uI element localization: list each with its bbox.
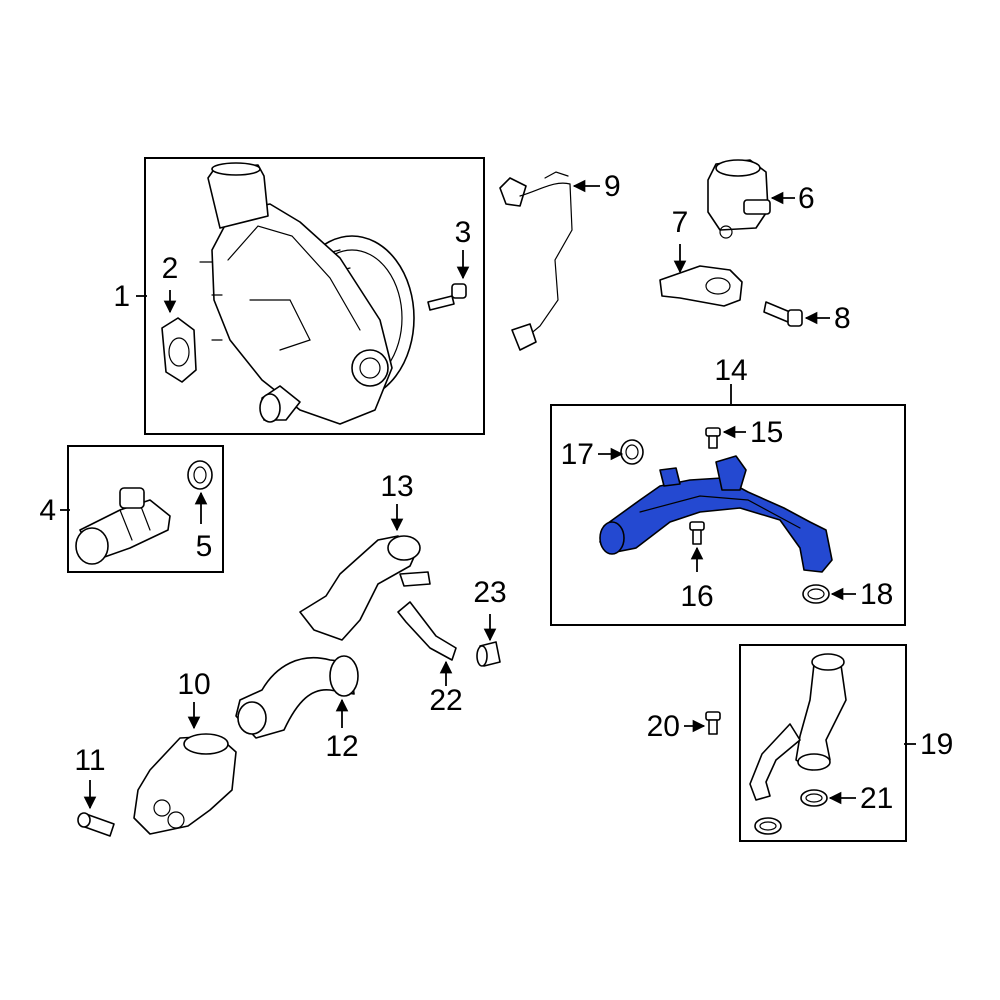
callout-7: 7 xyxy=(672,206,689,239)
thermostat-seal[interactable] xyxy=(187,460,213,490)
bypass-hose[interactable] xyxy=(397,601,457,661)
callout-20: 20 xyxy=(647,710,680,743)
callout-labels: 1 2 3 4 5 6 7 8 9 10 11 12 13 14 15 16 1… xyxy=(39,170,953,815)
callout-4: 4 xyxy=(39,494,56,527)
group-box-19 xyxy=(739,644,907,842)
leader-lines xyxy=(60,179,916,810)
pipe-bolt-20[interactable] xyxy=(705,711,721,735)
callout-5: 5 xyxy=(196,530,213,563)
dowel-pin[interactable] xyxy=(77,812,115,837)
pump-gasket[interactable] xyxy=(161,317,197,383)
pipe-bolt-16[interactable] xyxy=(689,521,705,545)
o-ring-21[interactable] xyxy=(754,789,828,835)
callout-8: 8 xyxy=(834,302,851,335)
callout-1: 1 xyxy=(113,280,130,313)
callout-6: 6 xyxy=(798,182,815,215)
pipe-cap[interactable] xyxy=(620,439,644,465)
callout-12: 12 xyxy=(325,730,358,763)
callout-3: 3 xyxy=(455,216,472,249)
coolant-pipe-highlighted[interactable] xyxy=(599,455,833,573)
callout-23: 23 xyxy=(473,576,506,609)
pump-bracket[interactable] xyxy=(659,265,743,307)
callout-2: 2 xyxy=(162,252,179,285)
plug[interactable] xyxy=(476,641,501,667)
bracket-bolt[interactable] xyxy=(763,301,803,327)
wiring-harness[interactable] xyxy=(499,171,573,351)
coolant-pipe-flange[interactable] xyxy=(715,455,747,491)
coolant-pipe-boss[interactable] xyxy=(659,467,681,487)
group-box-4 xyxy=(67,445,224,573)
thermostat[interactable] xyxy=(75,487,171,565)
coolant-hose[interactable] xyxy=(235,655,359,739)
callout-11: 11 xyxy=(74,744,105,777)
callout-16: 16 xyxy=(680,580,713,613)
callout-9: 9 xyxy=(604,170,621,203)
coolant-pipe-outlet[interactable] xyxy=(599,521,625,555)
callout-21: 21 xyxy=(860,782,893,815)
callout-19: 19 xyxy=(920,728,953,761)
pump-bolt[interactable] xyxy=(427,283,467,311)
callout-22: 22 xyxy=(429,684,462,717)
callout-13: 13 xyxy=(380,470,413,503)
group-box-14 xyxy=(550,404,906,626)
callout-14: 14 xyxy=(714,354,747,387)
outlet-pipe[interactable] xyxy=(299,535,431,641)
callout-15: 15 xyxy=(750,416,783,449)
o-ring-18[interactable] xyxy=(802,584,830,604)
callout-18: 18 xyxy=(860,578,893,611)
water-pump-assembly[interactable] xyxy=(199,162,415,425)
callout-10: 10 xyxy=(177,668,210,701)
coolant-outlet-housing[interactable] xyxy=(133,733,237,835)
coolant-crossover-pipe[interactable] xyxy=(749,653,847,801)
auxiliary-water-pump[interactable] xyxy=(707,159,771,239)
callout-17: 17 xyxy=(561,438,594,471)
coolant-pipe-body[interactable] xyxy=(599,477,833,573)
pipe-bolt-15[interactable] xyxy=(705,427,721,449)
